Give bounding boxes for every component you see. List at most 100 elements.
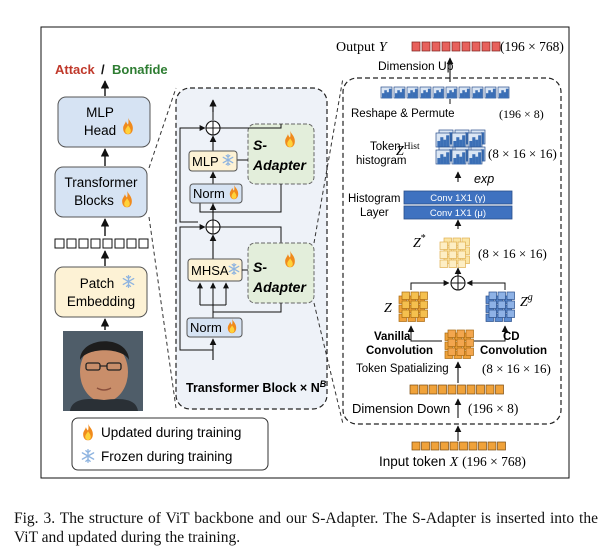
histogram-bar <box>477 92 481 99</box>
slash-label: / <box>101 62 105 77</box>
output-token <box>491 41 501 52</box>
output-token <box>421 41 431 52</box>
s-adapter-top <box>247 123 315 185</box>
z-cell <box>419 300 428 309</box>
histogram-bar <box>436 90 439 99</box>
output-token <box>481 41 491 52</box>
spatial-cell <box>456 329 465 338</box>
histogram-bar <box>394 93 398 99</box>
mlp-box <box>188 150 238 172</box>
histogram-bar <box>492 88 496 99</box>
down-token <box>438 384 447 395</box>
down-token <box>476 384 485 395</box>
histogram-bar <box>479 88 483 99</box>
z-cell <box>401 309 410 318</box>
zg-cell <box>506 309 515 318</box>
input-token <box>459 441 468 451</box>
down-token <box>419 384 428 395</box>
norm-label-bottom: Norm <box>190 320 222 335</box>
histogram-bar <box>399 92 403 99</box>
histogram-bar <box>443 139 447 148</box>
zg-cell <box>506 291 515 300</box>
hist-dim: (8 × 16 × 16) <box>488 146 557 161</box>
histogram-bar <box>488 90 491 99</box>
histogram-bar <box>472 137 476 148</box>
down-token <box>447 384 457 395</box>
legend-updated: Updated during training <box>101 425 241 440</box>
histogram-bar <box>475 90 478 99</box>
z-star-cell <box>448 241 457 250</box>
down-token <box>457 384 466 395</box>
z-hist-symbol: ZHist <box>396 142 420 159</box>
z-symbol: Z <box>384 301 392 316</box>
transformer-blocks-line1: Transformer <box>64 175 138 190</box>
z-cell <box>410 300 419 309</box>
z-star-dim: (8 × 16 × 16) <box>478 246 547 261</box>
vanilla-conv-line2: Convolution <box>366 345 433 357</box>
face-photo <box>63 331 143 411</box>
input-token <box>411 441 421 451</box>
token-histogram-stack <box>435 129 486 165</box>
down-token <box>409 384 419 395</box>
histogram-bar <box>503 92 507 99</box>
output-token <box>461 41 471 52</box>
zoom-connector-bottom <box>148 216 177 409</box>
spatial-cell <box>465 329 474 338</box>
z-cell <box>401 300 410 309</box>
s-adapter-top-line2: Adapter <box>252 157 307 173</box>
histogram-bar <box>433 93 437 99</box>
histogram-bar <box>498 93 502 99</box>
input-token <box>440 441 449 451</box>
down-dim: (196 × 8) <box>468 401 518 416</box>
mlp-head-box <box>57 96 151 148</box>
transformer-block-detail: S- Adapter MLP Norm S- Adapter MHSA <box>175 87 328 410</box>
input-token <box>449 441 459 451</box>
mhsa-label: MHSA <box>191 263 229 278</box>
histogram-bar <box>414 88 418 99</box>
input-token <box>421 441 430 451</box>
z-star-grid <box>439 237 470 268</box>
histogram-bar <box>453 88 457 99</box>
s-adapter-top-line1: S- <box>253 137 267 153</box>
down-token <box>428 384 438 395</box>
down-token <box>495 384 504 395</box>
histogram-bar <box>459 93 463 99</box>
mlp-head-line2: Head <box>84 123 116 138</box>
figure-diagram: Attack / Bonafide MLP Head Transformer B… <box>40 26 570 479</box>
legend-box <box>71 417 269 471</box>
histogram-bar <box>453 157 457 165</box>
conv-gamma-box <box>403 190 513 205</box>
histogram-bar <box>469 140 473 148</box>
spatial-grid <box>444 329 474 359</box>
transformer-blocks-line2: Blocks <box>74 193 114 208</box>
spatial-cell <box>447 347 456 356</box>
vit-backbone: Attack / Bonafide MLP Head Transformer B… <box>54 62 168 411</box>
zg-cell <box>488 291 497 300</box>
z-star-symbol: Z* <box>413 233 426 251</box>
output-tokens <box>411 41 501 52</box>
histogram-bar <box>440 137 444 148</box>
zg-cell <box>497 309 506 318</box>
z-cell <box>410 309 419 318</box>
histogram-bar <box>410 90 413 99</box>
token-row-left <box>54 238 149 249</box>
conv-gamma-label: Conv 1X1 (γ) <box>430 193 485 204</box>
zoom-connector-top <box>148 87 177 169</box>
input-token <box>487 441 497 451</box>
mlp-head-line1: MLP <box>86 105 114 120</box>
histogram-bar <box>501 90 504 99</box>
histogram-bar <box>446 152 450 165</box>
histogram-bar <box>437 157 441 165</box>
z-grid <box>398 291 428 322</box>
histogram-bar <box>440 88 444 99</box>
histogram-bar <box>440 154 444 165</box>
input-token <box>468 441 478 451</box>
z-cell <box>401 291 410 300</box>
histogram-bar <box>490 92 494 99</box>
zg-cell <box>497 300 506 309</box>
dimension-up-label: Dimension Up <box>378 59 454 73</box>
output-token <box>431 41 441 52</box>
histogram-bar <box>475 139 479 148</box>
